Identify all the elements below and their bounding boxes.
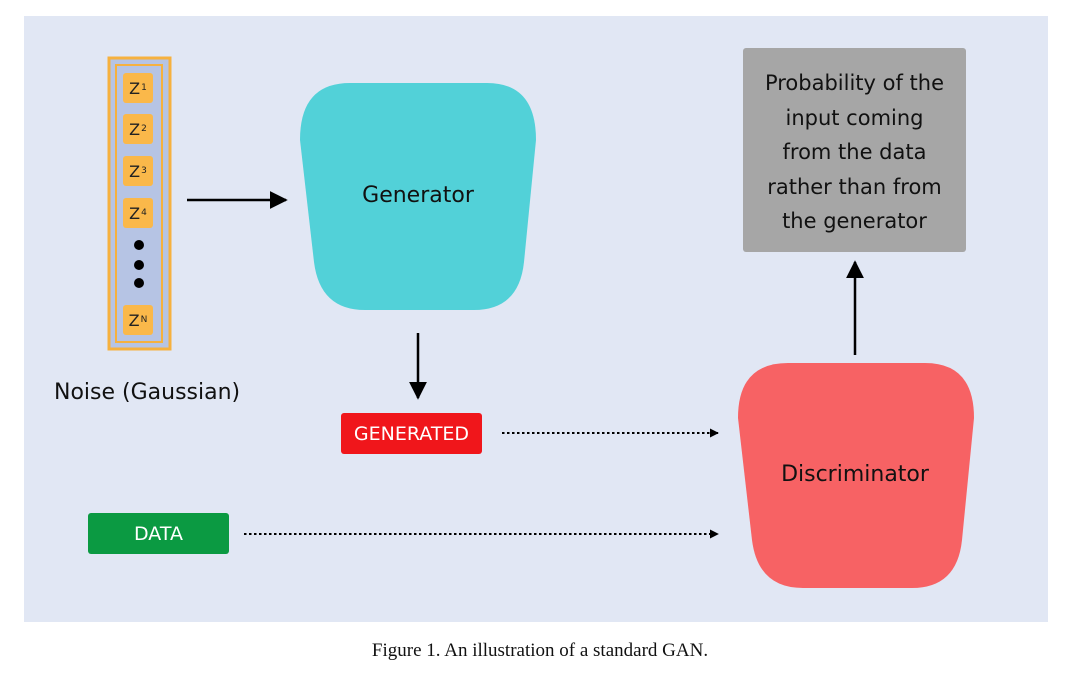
generated-tag: GENERATED bbox=[341, 413, 482, 454]
generator-shape bbox=[300, 83, 536, 310]
output-line: the generator bbox=[782, 209, 927, 233]
data-tag-label: DATA bbox=[134, 522, 183, 545]
noise-vector-inner-frame bbox=[115, 64, 163, 343]
discriminator-shape bbox=[738, 363, 974, 588]
figure-caption: Figure 1. An illustration of a standard … bbox=[371, 640, 709, 661]
ellipsis-dot bbox=[134, 278, 144, 288]
data-tag: DATA bbox=[88, 513, 229, 554]
output-line: input coming bbox=[785, 105, 924, 130]
generator-label: Generator bbox=[362, 183, 474, 208]
ellipsis-dot bbox=[134, 260, 144, 270]
generated-tag-label: GENERATED bbox=[353, 422, 470, 445]
discriminator-label: Discriminator bbox=[781, 462, 929, 487]
ellipsis-dot bbox=[134, 240, 144, 250]
noise-label: Noise (Gaussian) bbox=[54, 380, 241, 405]
output-line: from the data bbox=[782, 140, 927, 164]
output-line: Probability of the bbox=[764, 71, 945, 95]
output-line: rather than from bbox=[767, 174, 942, 199]
output-box-text: Probability of the input coming from the… bbox=[743, 66, 966, 239]
output-box bbox=[743, 48, 966, 252]
